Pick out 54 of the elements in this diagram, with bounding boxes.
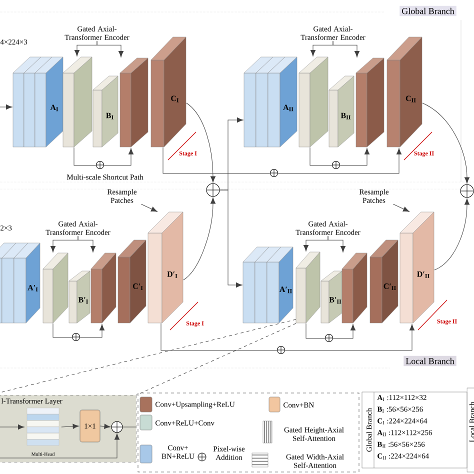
addition-node [206,183,220,197]
node-label: A$_{II}$ [283,104,294,112]
arrow [160,323,415,351]
arrow [332,40,360,58]
layer-block: B$_{II}$ [328,76,354,148]
layer-block [90,252,116,324]
layer-block: D′$_{I}$ [148,212,184,324]
node-label: A′$_{II}$ [279,286,292,294]
arrow [162,147,402,174]
branch-tag: Global Branch [400,6,456,16]
arrow [52,323,105,338]
arrow [100,424,111,429]
arrow [0,104,12,110]
layer-block [356,58,384,148]
arrow [140,204,158,212]
layer-block [62,56,92,148]
arrow [328,236,346,252]
layer-block: B′$_{I}$ [68,270,90,324]
layer-block: A′$_{I}$ [0,242,40,324]
arrow [186,102,216,183]
layer-block: C′$_{I}$ [118,240,146,324]
layer-block: C$_{I}$ [150,36,186,148]
arrow [434,198,470,270]
node-label: A$_{I}$ [50,104,58,112]
arrow [96,40,124,58]
layer-block [120,58,148,148]
arrow [392,204,410,212]
branch-tag: Local Branch [404,356,456,366]
arrow [220,190,242,288]
arrow [78,236,96,252]
layer-block: C′$_{II}$ [370,240,398,324]
layer-block: A$_{I}$ [12,56,64,148]
layer-block [298,56,328,148]
arrow [310,147,370,166]
layer-block: B$_{I}$ [92,76,118,148]
layer-block: B′$_{II}$ [320,270,342,324]
node-label: A′$_{I}$ [28,284,38,292]
addition-node [460,184,474,198]
layer-block: A$_{II}$ [244,56,298,148]
arrow [61,424,80,429]
layer-block: A′$_{II}$ [242,246,294,324]
layer-block: C$_{II}$ [386,36,422,148]
arrow [0,434,120,458]
arrow [183,198,216,280]
zoom-line [136,323,296,396]
arrow [422,102,470,184]
addition-node [111,421,123,433]
layer-block [342,252,368,324]
layer-block [42,252,68,324]
arrow [0,424,24,430]
arrow [306,323,356,339]
layer-block [296,252,320,324]
layer-block: D′$_{II}$ [400,212,434,324]
arrow [74,147,134,166]
